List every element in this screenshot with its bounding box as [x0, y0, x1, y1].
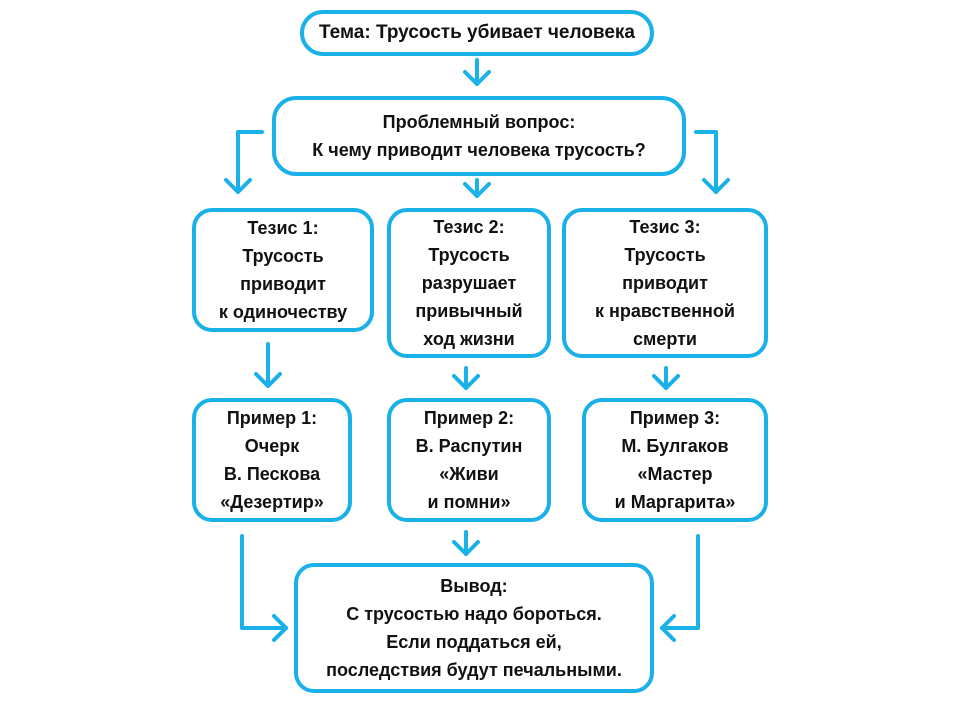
thesis-1-line: к одиночеству [218, 302, 348, 322]
thesis-2-heading: Тезис 2: [433, 217, 505, 237]
thesis-3-line: приводит [622, 273, 708, 293]
thesis-3-line: к нравственной [595, 301, 735, 321]
thesis-2-line: разрушает [421, 273, 517, 293]
example-2-heading: Пример 2: [423, 408, 515, 428]
problem-question-box: Проблемный вопрос: К чему приводит челов… [272, 96, 686, 176]
example-2-line: «Живи [439, 464, 499, 484]
topic-text: Тема: Трусость убивает человека [318, 22, 635, 43]
thesis-3-heading: Тезис 3: [629, 217, 701, 237]
arrow-question-to-thesis-1 [224, 130, 264, 194]
example-2-line: и помни» [427, 492, 511, 512]
conclusion-line: последствия будут печальными. [326, 660, 622, 680]
arrow-thesis-3-to-example-3 [652, 366, 680, 390]
thesis-3-line: Трусость [624, 245, 706, 265]
example-1-line: Очерк [244, 436, 300, 456]
question-heading: Проблемный вопрос: [382, 112, 576, 132]
arrow-topic-to-question [463, 58, 491, 86]
example-1-line: «Дезертир» [220, 492, 324, 512]
thesis-3-line: смерти [633, 329, 697, 349]
topic-box: Тема: Трусость убивает человека [300, 10, 654, 56]
arrow-question-to-thesis-3 [694, 130, 730, 194]
thesis-2-line: Трусость [428, 245, 510, 265]
example-2-box: Пример 2: В. Распутин «Живи и помни» [387, 398, 551, 522]
conclusion-heading: Вывод: [440, 576, 508, 596]
example-3-heading: Пример 3: [629, 408, 721, 428]
thesis-2-line: ход жизни [423, 329, 515, 349]
example-3-line: М. Булгаков [621, 436, 729, 456]
thesis-3-box: Тезис 3: Трусость приводит к нравственно… [562, 208, 768, 358]
thesis-1-line: приводит [240, 274, 326, 294]
thesis-1-box: Тезис 1: Трусость приводит к одиночеству [192, 208, 374, 332]
conclusion-line: С трусостью надо бороться. [346, 604, 602, 624]
arrow-example-1-to-conclusion [240, 534, 288, 642]
example-1-line: В. Пескова [223, 464, 321, 484]
arrow-thesis-2-to-example-2 [452, 366, 480, 390]
arrow-question-to-thesis-2 [463, 178, 491, 198]
example-3-line: «Мастер [637, 464, 713, 484]
conclusion-line: Если поддаться ей, [386, 632, 562, 652]
example-1-box: Пример 1: Очерк В. Пескова «Дезертир» [192, 398, 352, 522]
arrow-example-3-to-conclusion [660, 534, 700, 642]
thesis-2-box: Тезис 2: Трусость разрушает привычный хо… [387, 208, 551, 358]
arrow-thesis-1-to-example-1 [254, 342, 282, 388]
thesis-1-line: Трусость [242, 246, 324, 266]
example-3-box: Пример 3: М. Булгаков «Мастер и Маргарит… [582, 398, 768, 522]
arrow-example-2-to-conclusion [452, 530, 480, 556]
thesis-2-line: привычный [415, 301, 523, 321]
conclusion-box: Вывод: С трусостью надо бороться. Если п… [294, 563, 654, 693]
example-1-heading: Пример 1: [226, 408, 318, 428]
example-2-line: В. Распутин [415, 436, 523, 456]
example-3-line: и Маргарита» [614, 492, 736, 512]
thesis-1-heading: Тезис 1: [247, 218, 319, 238]
question-text: К чему приводит человека трусость? [312, 140, 646, 160]
